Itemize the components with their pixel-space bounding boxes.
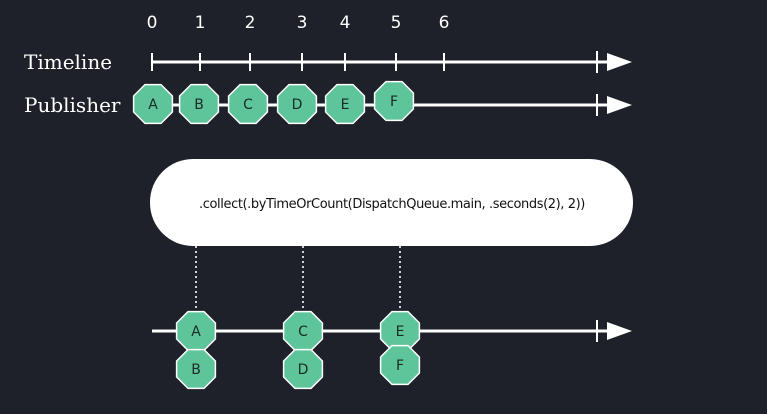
timeline-tick-label: 1 (195, 13, 206, 33)
timeline-ticks: 0 1 2 3 4 5 6 (147, 13, 450, 71)
publisher-marble: D (276, 83, 318, 125)
timeline-tick-label: 0 (147, 13, 158, 33)
output-marble: C (282, 310, 324, 352)
marble-letter: C (298, 324, 308, 340)
marble-letter: D (292, 97, 303, 113)
timeline-tick-label: 2 (245, 13, 256, 33)
publisher-marble: C (227, 83, 269, 125)
timeline-label: Timeline (24, 50, 112, 74)
output-marble: E (379, 310, 421, 352)
marble-letter: A (191, 324, 201, 340)
connectors (195, 246, 401, 312)
output-marble: A (175, 310, 217, 352)
marble-letter: D (298, 362, 309, 378)
marble-octagon (373, 80, 415, 122)
output-marble: B (175, 348, 217, 390)
marble-octagon (379, 344, 421, 386)
timeline-tick-label: 4 (340, 13, 351, 33)
marble-letter: B (194, 97, 204, 113)
operator-label: .collect(.byTimeOrCount(DispatchQueue.ma… (199, 197, 585, 212)
marble-octagon (324, 83, 366, 125)
marble-letter: E (396, 324, 405, 340)
marble-octagon (227, 83, 269, 125)
marble-letter: F (396, 358, 404, 374)
timeline-tick-label: 5 (391, 13, 402, 33)
publisher-marble: E (324, 83, 366, 125)
marble-letter: A (148, 97, 158, 113)
output-marble: F (379, 344, 421, 386)
operator-bubble (150, 159, 633, 246)
timeline-tick-label: 6 (439, 13, 450, 33)
output-arrowhead (607, 322, 632, 340)
marble-octagon (276, 83, 318, 125)
publisher-arrowhead (607, 96, 632, 114)
output-marbles: A B C D E F (175, 310, 421, 390)
publisher-marble: A (132, 83, 174, 125)
output-marble: D (282, 348, 324, 390)
marble-octagon (132, 83, 174, 125)
marble-octagon (282, 348, 324, 390)
timeline-arrowhead (607, 53, 632, 71)
publisher-label: Publisher (24, 93, 121, 117)
marble-letter: E (341, 97, 350, 113)
publisher-marble: B (178, 83, 220, 125)
marble-octagon (175, 348, 217, 390)
publisher-marbles: A B C D E F (132, 80, 415, 125)
marble-letter: C (243, 97, 253, 113)
publisher-marble: F (373, 80, 415, 122)
marble-letter: F (390, 94, 398, 110)
marble-octagon (178, 83, 220, 125)
timeline-tick-label: 3 (297, 13, 308, 33)
marble-letter: B (191, 362, 201, 378)
